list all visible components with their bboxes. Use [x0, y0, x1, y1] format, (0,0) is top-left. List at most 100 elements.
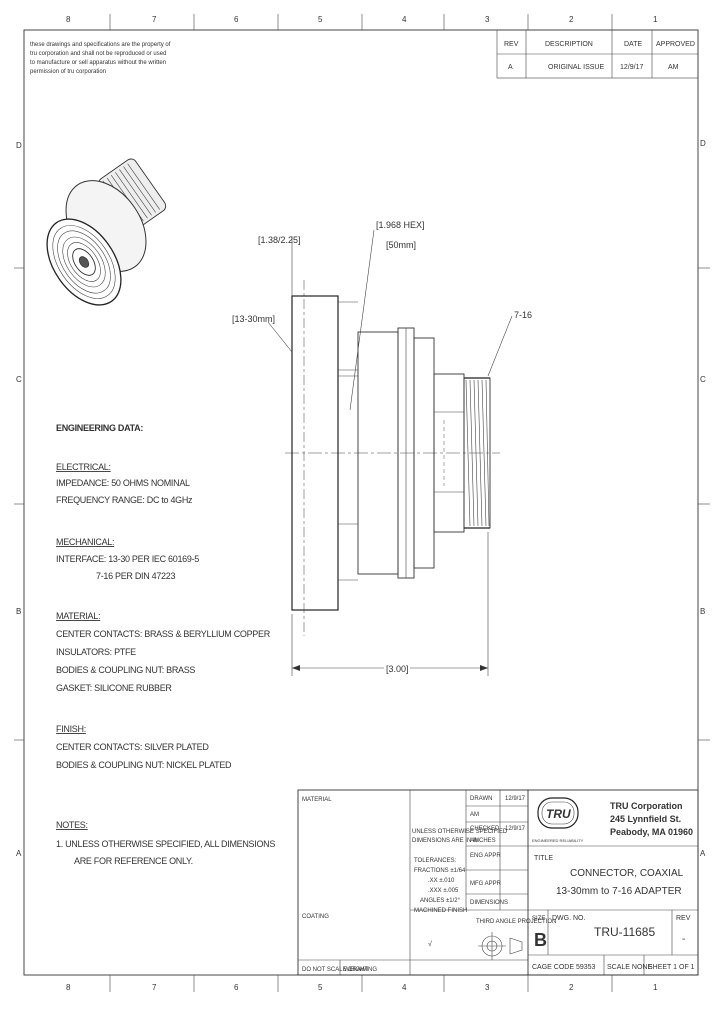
- material-line: GASKET: SILICONE RUBBER: [56, 683, 172, 693]
- zone-col-8-bottom: 8: [66, 983, 71, 992]
- logo-text: TRU: [546, 807, 571, 821]
- zone-col-8-top: 8: [66, 15, 71, 24]
- zone-col-6-top: 6: [234, 15, 239, 24]
- tolerance-line: ANGLES ±1/2°: [420, 898, 461, 904]
- notes-title: NOTES:: [56, 820, 88, 830]
- rev-value: A: [508, 64, 513, 71]
- zone-row-c-right: C: [700, 375, 706, 384]
- zone-col-7-top: 7: [152, 15, 157, 24]
- title-line-1: CONNECTOR, COAXIAL: [570, 868, 684, 879]
- description-header: DESCRIPTION: [545, 41, 593, 48]
- finish-title: FINISH:: [56, 724, 86, 734]
- dim-hex-mm-label: [50mm]: [386, 240, 416, 250]
- dwg-value: TRU-11685: [594, 925, 655, 939]
- approved-header: APPROVED: [656, 41, 695, 48]
- disclaimer: these drawings and specifications are th…: [30, 42, 171, 75]
- rev-label: REV: [676, 915, 691, 922]
- title-label: TITLE: [534, 855, 553, 862]
- approval-label: MFG APPR: [470, 881, 502, 887]
- tolerance-line: MACHINED FINISH: [414, 908, 467, 914]
- third-angle-projection-icon: [478, 932, 523, 960]
- note-line: ARE FOR REFERENCE ONLY.: [74, 856, 193, 866]
- approval-date: 12/9/17: [505, 826, 526, 832]
- approval-label: DIMENSIONS: [470, 900, 508, 906]
- finish-line: CENTER CONTACTS: SILVER PLATED: [56, 742, 209, 752]
- finish-label: COATING: [302, 914, 329, 920]
- calc-label: DO NOT SCALE DRAWING: [302, 967, 377, 973]
- title-block: MATERIAL COATING DO NOT SCALE DRAWING WE…: [297, 789, 699, 976]
- mechanical-title: MECHANICAL:: [56, 537, 114, 547]
- connector-isometric-view: [46, 158, 167, 306]
- company-address-1: 245 Lynnfield St.: [610, 814, 681, 824]
- zone-col-6-bottom: 6: [234, 983, 239, 992]
- size-label: SIZE: [532, 916, 545, 922]
- rev-value-block: -: [682, 934, 685, 945]
- size-value: B: [534, 930, 547, 950]
- tolerance-line: .XXX ±.005: [428, 888, 459, 894]
- tolerance-line: FRACTIONS ±1/64: [414, 868, 466, 874]
- approval-value: AM: [470, 812, 479, 818]
- zone-col-4-bottom: 4: [402, 983, 407, 992]
- material-title: MATERIAL:: [56, 611, 100, 621]
- date-header: DATE: [624, 41, 642, 48]
- electrical-line: FREQUENCY RANGE: DC to 4GHz: [56, 495, 193, 505]
- description-value: ORIGINAL ISSUE: [548, 64, 604, 71]
- material-line: CENTER CONTACTS: BRASS & BERYLLIUM COPPE…: [56, 629, 271, 639]
- disclaimer-line: tru corporation and shall not be reprodu…: [30, 51, 166, 57]
- angle-projection-label: THIRD ANGLE PROJECTION: [476, 919, 556, 925]
- zone-col-1-bottom: 1: [653, 983, 658, 992]
- disclaimer-line: permission of tru corporation: [30, 69, 106, 75]
- dim-interface-right-label: 7-16: [514, 310, 532, 320]
- approval-date: 12/9/17: [505, 796, 526, 802]
- weight-label: WEIGHT: [344, 967, 368, 973]
- tolerance-line: TOLERANCES:: [414, 858, 457, 864]
- tolerance-line: DIMENSIONS ARE IN INCHES: [412, 838, 496, 844]
- approval-label: CHECKED: [470, 826, 500, 832]
- side-zone-labels: D C B A D C B A: [14, 139, 710, 858]
- disclaimer-line: to manufacture or sell apparatus without…: [30, 60, 166, 66]
- zone-row-a-left: A: [16, 849, 22, 858]
- bottom-zone-labels: 8 7 6 5 4 3 2 1: [66, 975, 658, 992]
- zone-col-4-top: 4: [402, 15, 407, 24]
- scale-label: SCALE NONE: [607, 964, 652, 971]
- dwg-label: DWG. NO.: [552, 915, 585, 922]
- disclaimer-line: these drawings and specifications are th…: [30, 42, 171, 48]
- dimension-annotations: [1.968 HEX] [50mm] [1.38/2.25] [13-30mm]…: [232, 220, 532, 676]
- title-line-2: 13-30mm to 7-16 ADAPTER: [556, 886, 682, 897]
- dim-hex-label: [1.968 HEX]: [376, 220, 425, 230]
- company-address-2: Peabody, MA 01960: [610, 827, 693, 837]
- zone-row-d-left: D: [16, 141, 22, 150]
- rev-header: REV: [504, 41, 519, 48]
- zone-col-3-top: 3: [485, 15, 490, 24]
- company-name: TRU Corporation: [610, 801, 683, 811]
- zone-row-c-left: C: [16, 375, 22, 384]
- zone-col-5-top: 5: [318, 15, 323, 24]
- approved-value: AM: [668, 64, 679, 71]
- approval-value: AM: [470, 838, 479, 844]
- tolerance-line: .XX ±.010: [428, 878, 455, 884]
- date-value: 12/9/17: [620, 64, 643, 71]
- zone-row-d-right: D: [700, 139, 706, 148]
- dim-length-label: [3.00]: [386, 664, 409, 674]
- tru-logo: TRU: [537, 797, 579, 829]
- zone-row-b-left: B: [16, 607, 21, 616]
- engineering-title: ENGINEERING DATA:: [56, 423, 143, 433]
- zone-col-2-top: 2: [569, 15, 574, 24]
- mechanical-line: 7-16 PER DIN 47223: [96, 571, 175, 581]
- tolerance-line: UNLESS OTHERWISE SPECIFIED: [412, 829, 508, 835]
- top-zone-labels: 8 7 6 5 4 3 2 1: [66, 14, 658, 30]
- material-line: BODIES & COUPLING NUT: BRASS: [56, 665, 195, 675]
- zone-col-3-bottom: 3: [485, 983, 490, 992]
- electrical-title: ELECTRICAL:: [56, 462, 111, 472]
- revision-block: REV DESCRIPTION DATE APPROVED A ORIGINAL…: [496, 29, 699, 79]
- dim-diameter-label: [1.38/2.25]: [258, 235, 301, 245]
- adapter-side-view: [285, 280, 500, 636]
- zone-col-2-bottom: 2: [569, 983, 574, 992]
- cage-code: CAGE CODE 59353: [532, 964, 596, 971]
- zone-row-b-right: B: [700, 607, 705, 616]
- electrical-line: IMPEDANCE: 50 OHMS NOMINAL: [56, 478, 190, 488]
- material-line: INSULATORS: PTFE: [56, 647, 136, 657]
- zone-row-a-right: A: [700, 849, 706, 858]
- zone-col-7-bottom: 7: [152, 983, 157, 992]
